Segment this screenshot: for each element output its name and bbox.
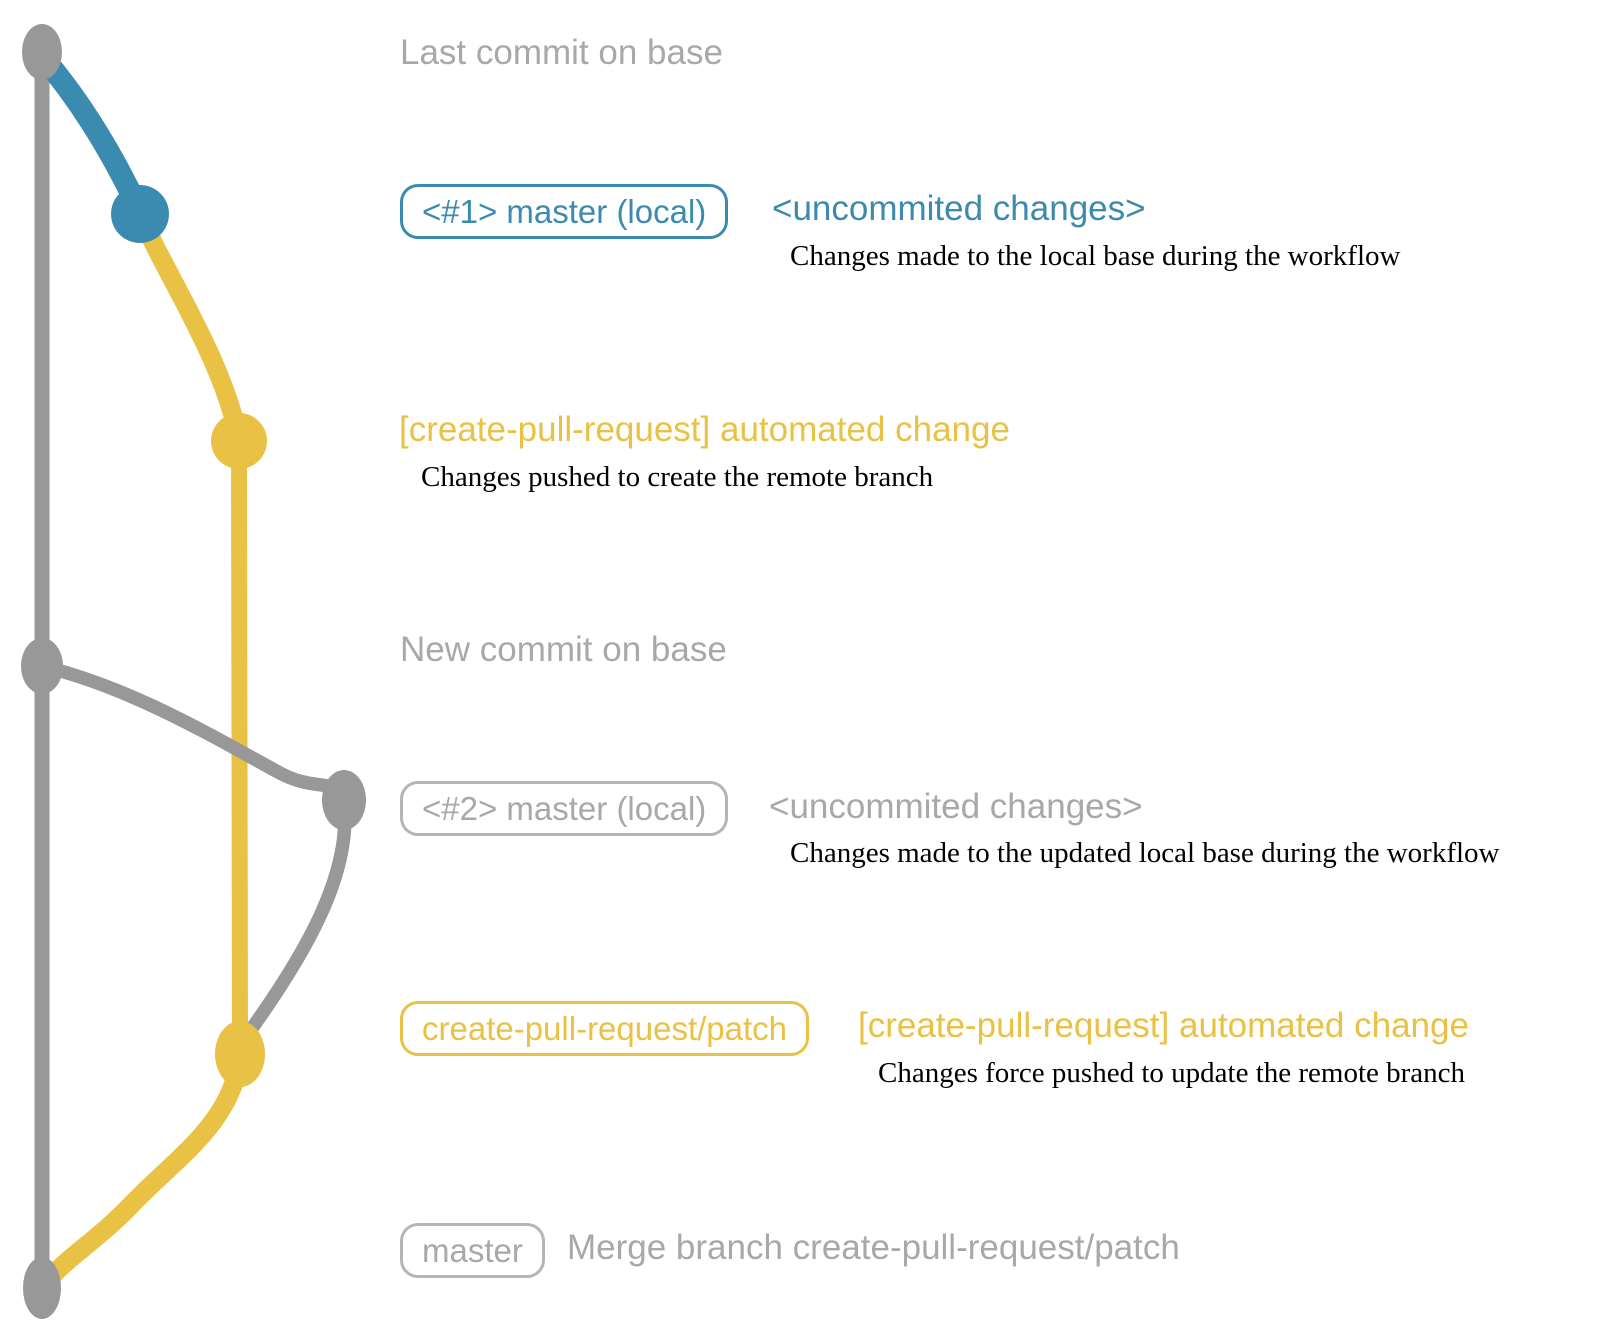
patch-branch-curve-top: [130, 204, 249, 450]
master-local-2-badge: <#2> master (local): [400, 781, 729, 837]
local-change-branch-line: [31, 45, 151, 223]
patch-merge-curve: [34, 1044, 250, 1296]
force-push-description: Changes force pushed to update the remot…: [878, 1057, 1466, 1089]
commit-node-local-1: [111, 185, 169, 243]
automated-change-heading-2: [create-pull-request] automated change: [858, 1006, 1469, 1045]
local-changes-description-1: Changes made to the local base during th…: [790, 240, 1401, 272]
master-local-1-badge: <#1> master (local): [400, 184, 729, 240]
uncommited-changes-note-2: <uncommited changes>: [769, 787, 1143, 826]
commit-node-last-base: [22, 24, 62, 80]
commit-node-merge: [23, 1257, 61, 1319]
updated-local-merge-curve: [235, 795, 352, 1049]
last-commit-label: Last commit on base: [400, 33, 723, 72]
master-badge: master: [400, 1223, 545, 1279]
local-changes-description-2: Changes made to the updated local base d…: [790, 837, 1500, 869]
merge-commit-label: Merge branch create-pull-request/patch: [567, 1228, 1180, 1267]
new-commit-label: New commit on base: [400, 630, 727, 669]
automated-change-heading-1: [create-pull-request] automated change: [399, 410, 1010, 449]
commit-node-local-2: [322, 770, 366, 830]
create-pull-request-patch-badge: create-pull-request/patch: [400, 1001, 810, 1057]
updated-local-branch-curve: [35, 659, 351, 807]
uncommited-changes-note-1: <uncommited changes>: [772, 189, 1146, 228]
push-description-1: Changes pushed to create the remote bran…: [421, 461, 934, 493]
commit-node-patch-2: [215, 1021, 265, 1087]
commit-node-patch-1: [211, 413, 267, 469]
commit-node-new-base: [21, 638, 63, 694]
